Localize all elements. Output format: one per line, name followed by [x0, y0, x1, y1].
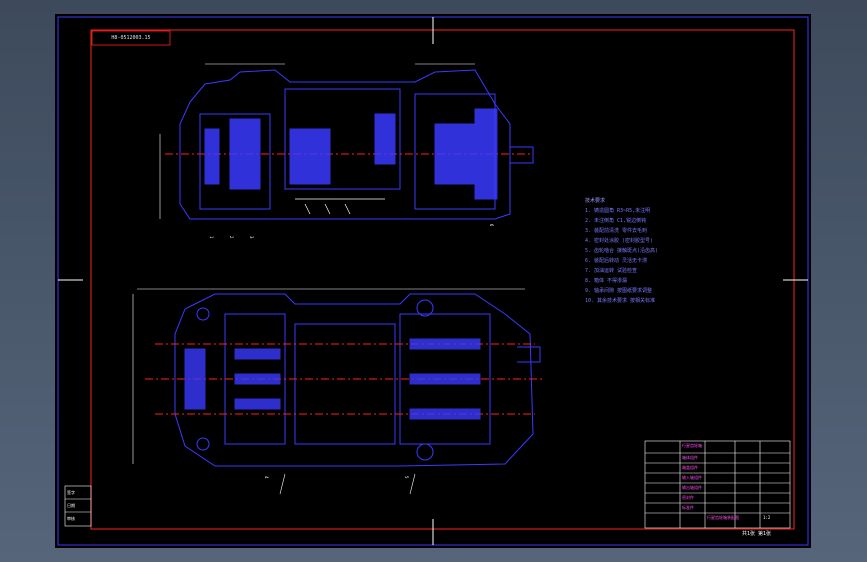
- title-block-grid: [644, 440, 791, 529]
- stamp-box: [91, 30, 171, 46]
- tb-row-2: 端盖组件: [682, 465, 698, 470]
- notes-heading: 技术要求: [585, 198, 606, 204]
- tb-drawing-name: 行星齿轮箱装配图: [707, 515, 739, 520]
- tb-sheet: 共1张 第1张: [742, 531, 772, 537]
- technical-notes: 技术要求 1. 铸造圆角 R3~R5,未注明 2. 未注倒角 C1,锐边倒钝 3…: [585, 196, 735, 306]
- tb-row-1: 箱体组件: [682, 455, 698, 460]
- notes-item: 2. 未注倒角 C1,锐边倒钝: [585, 218, 647, 224]
- svg-text:5: 5: [404, 476, 409, 479]
- notes-item: 4. 密封处涂胶 (密封胶型号): [585, 238, 654, 244]
- svg-text:2: 2: [229, 236, 234, 239]
- centering-marks: [58, 17, 808, 545]
- drawing-viewport[interactable]: 1 2 3 4 5 6 H8-0512003.: [55, 14, 811, 548]
- left-block-1: 日期: [67, 503, 75, 508]
- top-section-view: [159, 63, 534, 220]
- tb-row-5: 密封件: [682, 495, 694, 500]
- tb-row-0: 行星齿轮箱: [682, 443, 702, 448]
- left-block-2: 审核: [67, 516, 75, 521]
- svg-text:4: 4: [264, 476, 269, 479]
- notes-item: 5. 齿轮啮合 接触斑点(沿齿高): [585, 248, 659, 254]
- cad-drawing: 1 2 3 4 5 6: [57, 16, 809, 546]
- title-stamp: H8-0512003.15: [111, 35, 151, 41]
- notes-item: 1. 铸造圆角 R3~R5,未注明: [585, 208, 651, 214]
- left-block-grid: [64, 485, 92, 527]
- svg-text:1: 1: [209, 236, 214, 239]
- left-block-0: 签字: [67, 490, 75, 495]
- notes-item: 10. 其余技术要求 按相关标准: [585, 298, 656, 304]
- notes-item: 9. 轴承间隙 按图纸要求调整: [585, 288, 653, 294]
- notes-item: 6. 装配后转动 灵活无卡滞: [585, 258, 648, 264]
- tb-row-6: 标准件: [682, 505, 694, 510]
- leader-labels: 1 2 3 4 5 6: [209, 224, 494, 479]
- svg-text:6: 6: [489, 224, 494, 227]
- tb-row-3: 输入轴组件: [682, 475, 702, 480]
- notes-item: 8. 箱体 不得渗漏: [585, 278, 628, 284]
- notes-item: 7. 加油运转 试验检查: [585, 268, 638, 274]
- svg-text:3: 3: [249, 236, 254, 239]
- tb-scale: 1:2: [763, 515, 771, 520]
- bottom-section-view: [132, 288, 545, 495]
- notes-item: 3. 装配前清洗 零件去毛刺: [585, 228, 648, 234]
- tb-row-4: 输出轴组件: [682, 485, 702, 490]
